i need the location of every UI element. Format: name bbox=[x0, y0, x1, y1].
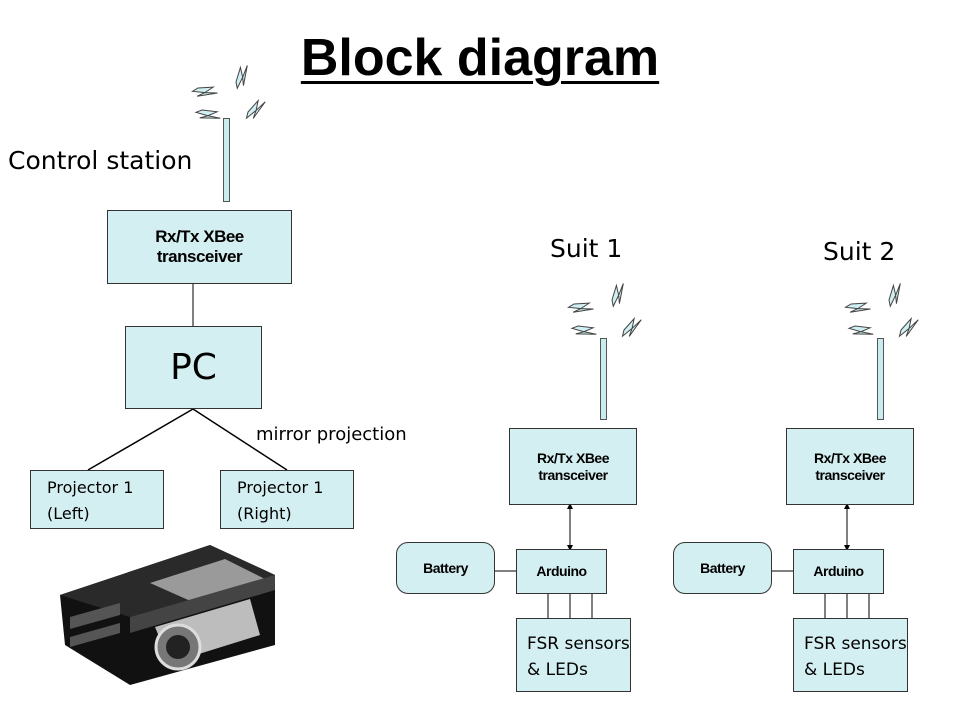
suit2-battery-box: Battery bbox=[673, 542, 772, 594]
diagram-title: Block diagram bbox=[300, 29, 660, 87]
projector-right-line2: (Right) bbox=[237, 504, 292, 523]
projector-right-line1: Projector 1 bbox=[237, 478, 324, 497]
control-station-heading: Control station bbox=[8, 146, 193, 175]
mirror-projection-label: mirror projection bbox=[256, 424, 407, 445]
battery-label: Battery bbox=[700, 559, 745, 576]
pc-box: PC bbox=[125, 326, 262, 409]
antenna-icon bbox=[223, 118, 230, 202]
xbee-label-line2: transceiver bbox=[538, 466, 608, 483]
lightning-bolt-icon bbox=[241, 97, 271, 122]
suit2-fsr-leds-box: FSR sensors & LEDs bbox=[793, 618, 908, 692]
xbee-label-line1: Rx/Tx XBee bbox=[536, 450, 610, 467]
suit2-arduino-box: Arduino bbox=[793, 549, 884, 594]
xbee-label-line2: transceiver bbox=[815, 466, 885, 483]
arduino-label: Arduino bbox=[536, 563, 587, 580]
projector-left-line2: (Left) bbox=[47, 504, 90, 523]
xbee-label-line2: transceiver bbox=[156, 247, 243, 266]
suit1-fsr-leds-box: FSR sensors & LEDs bbox=[516, 618, 631, 692]
lightning-bolt-icon bbox=[567, 296, 596, 319]
projector-left-line1: Projector 1 bbox=[47, 478, 134, 497]
fsr-label-line2: & LEDs bbox=[527, 660, 588, 680]
antenna-icon bbox=[600, 338, 607, 420]
lightning-bolt-icon bbox=[191, 80, 220, 103]
pc-to-projector-right-line bbox=[192, 408, 288, 471]
suit1-xbee-transceiver-box: Rx/Tx XBee transceiver bbox=[509, 428, 637, 505]
fsr-label-line1: FSR sensors bbox=[527, 634, 630, 654]
control-xbee-transceiver-box: Rx/Tx XBee transceiver bbox=[107, 210, 292, 284]
projector-right-box: Projector 1 (Right) bbox=[220, 470, 354, 529]
battery-label: Battery bbox=[423, 559, 468, 576]
fsr-label-line2: & LEDs bbox=[804, 660, 865, 680]
suit2-xbee-transceiver-box: Rx/Tx XBee transceiver bbox=[786, 428, 914, 505]
suit1-battery-box: Battery bbox=[396, 542, 495, 594]
lightning-bolt-icon bbox=[894, 315, 924, 340]
lightning-bolt-icon bbox=[194, 102, 223, 128]
xbee-label-line1: Rx/Tx XBee bbox=[155, 227, 244, 247]
lightning-bolt-icon bbox=[570, 318, 599, 344]
pc-to-projector-left-line bbox=[87, 408, 194, 471]
arduino-label: Arduino bbox=[813, 563, 864, 580]
lightning-bolt-icon bbox=[844, 296, 873, 319]
lightning-bolt-icon bbox=[604, 280, 632, 309]
lightning-bolt-icon bbox=[847, 318, 876, 344]
fsr-label-line1: FSR sensors bbox=[804, 634, 907, 654]
suit1-arduino-box: Arduino bbox=[516, 549, 607, 594]
lightning-bolt-icon bbox=[617, 315, 647, 340]
xbee-label-line1: Rx/Tx XBee bbox=[813, 450, 887, 467]
antenna-icon bbox=[877, 338, 884, 420]
suit2-heading: Suit 2 bbox=[823, 237, 896, 266]
projector-image bbox=[60, 545, 275, 685]
lightning-bolt-icon bbox=[881, 280, 909, 309]
suit1-heading: Suit 1 bbox=[550, 234, 623, 263]
pc-label: PC bbox=[170, 347, 217, 388]
lightning-bolt-icon bbox=[228, 62, 256, 91]
projector-left-box: Projector 1 (Left) bbox=[30, 470, 164, 529]
